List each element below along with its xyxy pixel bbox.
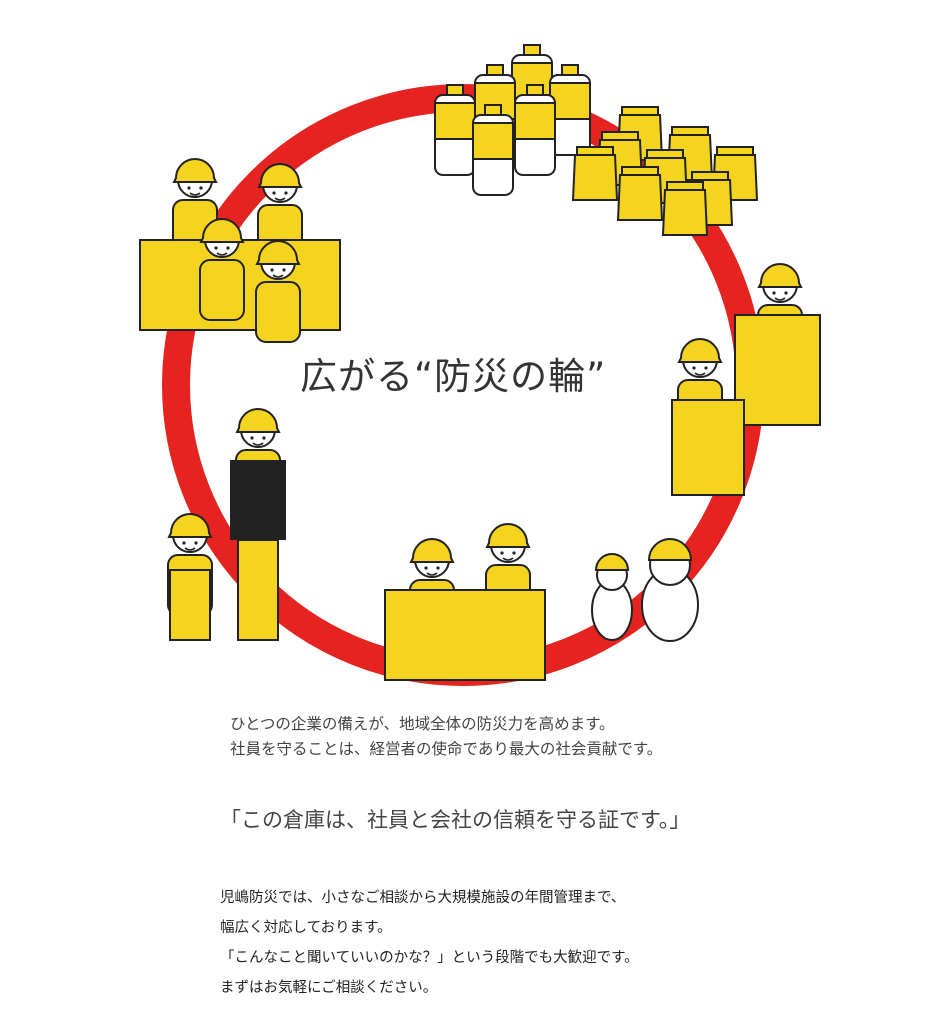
lead-text: ひとつの企業の備えが、地域全体の防災力を高めます。 社員を守ることは、経営者の使…	[230, 712, 662, 762]
pets-illustration	[591, 538, 699, 642]
family-illustration	[139, 158, 341, 343]
quote-text: 「この倉庫は、社員と会社の信頼を守る証です。」	[220, 808, 691, 832]
body-line: 「こんなこと聞いていいのかな？」という段階でも大歓迎です。	[220, 950, 639, 966]
elderly-couple-illustration	[384, 523, 546, 681]
headline: 広がる“防災の輪”	[300, 355, 607, 398]
body-text: 児嶋防災では、小さなご相談から大規模施設の年間管理まで、 幅広く対応しております…	[220, 883, 639, 1003]
parent-and-child-illustration	[167, 408, 286, 641]
disaster-prevention-circle-illustration	[139, 44, 821, 686]
body-line: 幅広く対応しております。	[220, 920, 392, 936]
lead-line: ひとつの企業の備えが、地域全体の防災力を高めます。	[230, 715, 615, 733]
workers-illustration	[671, 263, 821, 496]
body-line: まずはお気軽にご相談ください。	[220, 980, 438, 996]
water-bottles-illustration	[434, 44, 591, 196]
body-line: 児嶋防災では、小さなご相談から大規模施設の年間管理まで、	[220, 890, 626, 906]
lead-line: 社員を守ることは、経営者の使命であり最大の社会貢献です。	[230, 740, 663, 758]
